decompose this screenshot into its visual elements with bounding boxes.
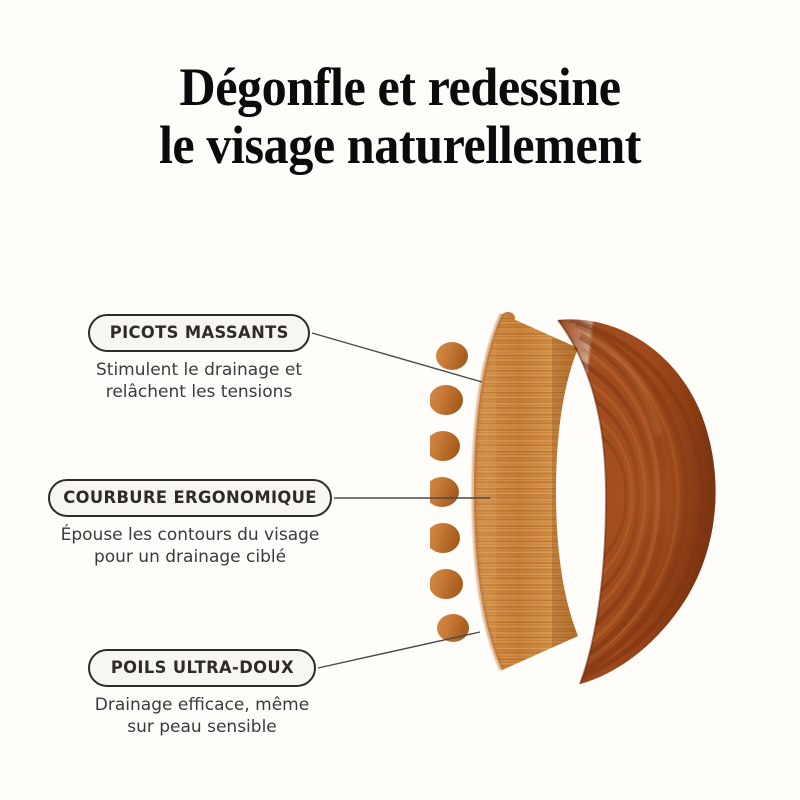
callout-courbure-ergonomique[interactable]: COURBURE ERGONOMIQUE Épouse les contours… [48,479,332,568]
callout-poils-ultra-doux[interactable]: POILS ULTRA-DOUX Drainage efficace, même… [88,649,316,738]
callout-desc-2-line-1: Épouse les contours du visage [60,525,320,545]
page-title-line-1: Dégonfle et redessine [179,57,621,117]
callout-label-3: POILS ULTRA-DOUX [110,658,294,678]
callout-label-2: COURBURE ERGONOMIQUE [63,488,317,508]
product-illustration [425,312,716,685]
page-title: Dégonfle et redessine le visage naturell… [28,58,772,174]
callout-desc-2-line-2: pour un drainage ciblé [93,547,287,567]
callout-picots-massants[interactable]: PICOTS MASSANTS Stimulent le drainage et… [88,314,310,403]
callout-description-3: Drainage efficace, même sur peau sensibl… [88,694,316,738]
callout-pill-1[interactable]: PICOTS MASSANTS [88,314,310,352]
page-title-line-2: le visage naturellement [158,115,642,175]
callout-desc-3-line-1: Drainage efficace, même [94,695,310,715]
callout-desc-1-line-1: Stimulent le drainage et [95,360,303,380]
callout-description-2: Épouse les contours du visage pour un dr… [48,524,332,568]
callout-desc-3-line-2: sur peau sensible [127,717,277,737]
callout-description-1: Stimulent le drainage et relâchent les t… [88,359,310,403]
callout-label-1: PICOTS MASSANTS [109,323,289,343]
product-image [425,296,760,696]
callout-desc-1-line-2: relâchent les tensions [105,382,293,402]
callout-pill-3[interactable]: POILS ULTRA-DOUX [88,649,316,687]
callout-pill-2[interactable]: COURBURE ERGONOMIQUE [48,479,332,517]
